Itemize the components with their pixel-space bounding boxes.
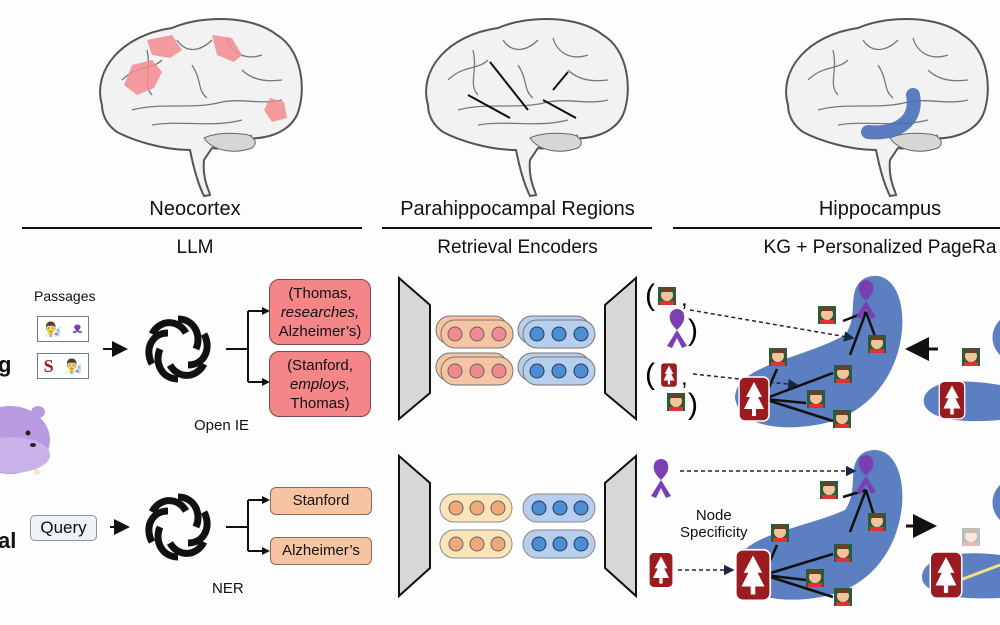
entity-box-stanford: Stanford [270, 487, 372, 515]
encoder-trapezoid [398, 275, 431, 422]
scientist-emoji-icon [667, 393, 685, 411]
vector-pair-orange [439, 493, 513, 559]
column-divider [673, 227, 1000, 229]
vector-stack-pink [435, 315, 514, 386]
hippocampus-brain [785, 17, 989, 197]
column-header-neocortex: Neocortex [149, 198, 241, 220]
stanford-logo-icon [648, 551, 674, 589]
column-header-hippocampus: Hippocampus [818, 198, 942, 220]
encoder-trapezoid [398, 453, 431, 599]
node-specificity-label: Node Specificity [680, 507, 748, 541]
column-subheader-kg-ppr: KG + Personalized PageRa [763, 237, 997, 258]
stanford-logo-icon [734, 548, 772, 602]
column-divider [382, 227, 652, 229]
svg-text:(: ( [645, 358, 655, 391]
connection-arrows [467, 61, 577, 119]
scientist-emoji-icon [769, 348, 787, 366]
open-ie-label: Open IE [194, 417, 250, 434]
scientist-emoji-icon [658, 287, 676, 305]
triple-relation: employs, [289, 375, 351, 393]
svg-text:(: ( [645, 279, 655, 312]
triple-box: (Thomas, researches, Alzheimer’s) [269, 279, 371, 345]
row-label-retrieval: al [0, 528, 17, 553]
passage-2: S 👨‍🔬 [37, 353, 89, 379]
column-subheader-llm: LLM [176, 237, 214, 258]
svg-text:): ) [688, 388, 698, 421]
triple-box: (Stanford, employs, Thomas) [269, 351, 371, 417]
column-divider [22, 227, 362, 229]
neocortex-brain [99, 17, 303, 197]
triple-subject: (Thomas, [288, 284, 352, 302]
column-subheader-encoders: Retrieval Encoders [437, 237, 598, 258]
stanford-logo-icon [929, 551, 963, 599]
triple-subject: (Stanford, [287, 356, 353, 374]
scientist-emoji-icon [806, 569, 824, 587]
stanford-logo-icon [660, 362, 678, 388]
triple-object: Thomas) [290, 394, 350, 412]
scientist-emoji-icon: 👨‍🔬 [43, 320, 62, 337]
neocortex-highlight [124, 60, 162, 95]
scientist-emoji-icon [807, 390, 825, 408]
encoder-trapezoid [604, 453, 637, 599]
encoder-trapezoid [604, 275, 637, 422]
node-specificity-line: Node [695, 507, 732, 524]
svg-text:,: , [681, 364, 688, 391]
row-label-indexing: g [0, 352, 12, 377]
scientist-emoji-icon [834, 588, 852, 606]
scientist-emoji-icon [833, 410, 851, 428]
triple-object: Alzheimer’s) [278, 322, 362, 340]
svg-text:,: , [681, 285, 688, 312]
stanford-logo-icon [738, 376, 770, 422]
purple-ribbon-icon: ᴥ [72, 320, 83, 337]
purple-ribbon-icon [667, 309, 687, 348]
triple-relation: researches, [280, 303, 360, 321]
column-header-parahippocampal: Parahippocampal Regions [400, 198, 635, 220]
scientist-emoji-icon [820, 481, 838, 499]
scientist-emoji-icon [834, 365, 852, 383]
parahippocampal-brain [425, 17, 629, 197]
scientist-emoji-icon [834, 544, 852, 562]
vector-stack-blue [517, 315, 596, 386]
scientist-emoji-icon: 👨‍🔬 [64, 357, 83, 374]
hippocampus-highlight [861, 88, 921, 140]
scientist-emoji-icon [818, 306, 836, 324]
query-box: Query [30, 515, 97, 541]
node-specificity-line: Specificity [680, 524, 748, 541]
passage-1: 👨‍🔬 ᴥ [37, 316, 89, 342]
vector-pair-blue [522, 493, 596, 559]
scientist-emoji-icon [962, 528, 980, 546]
scientist-emoji-icon [771, 524, 789, 542]
purple-ribbon-icon [651, 459, 671, 498]
ner-label: NER [212, 580, 244, 597]
scientist-emoji-icon [962, 348, 980, 366]
passages-label: Passages [34, 288, 96, 304]
scientist-emoji-icon [868, 335, 886, 353]
stanford-logo-icon [938, 380, 966, 420]
entity-box-alzheimers: Alzheimer’s [270, 537, 372, 565]
svg-text:): ) [688, 314, 698, 347]
stanford-logo-icon: S [43, 355, 54, 376]
scientist-emoji-icon [868, 513, 886, 531]
